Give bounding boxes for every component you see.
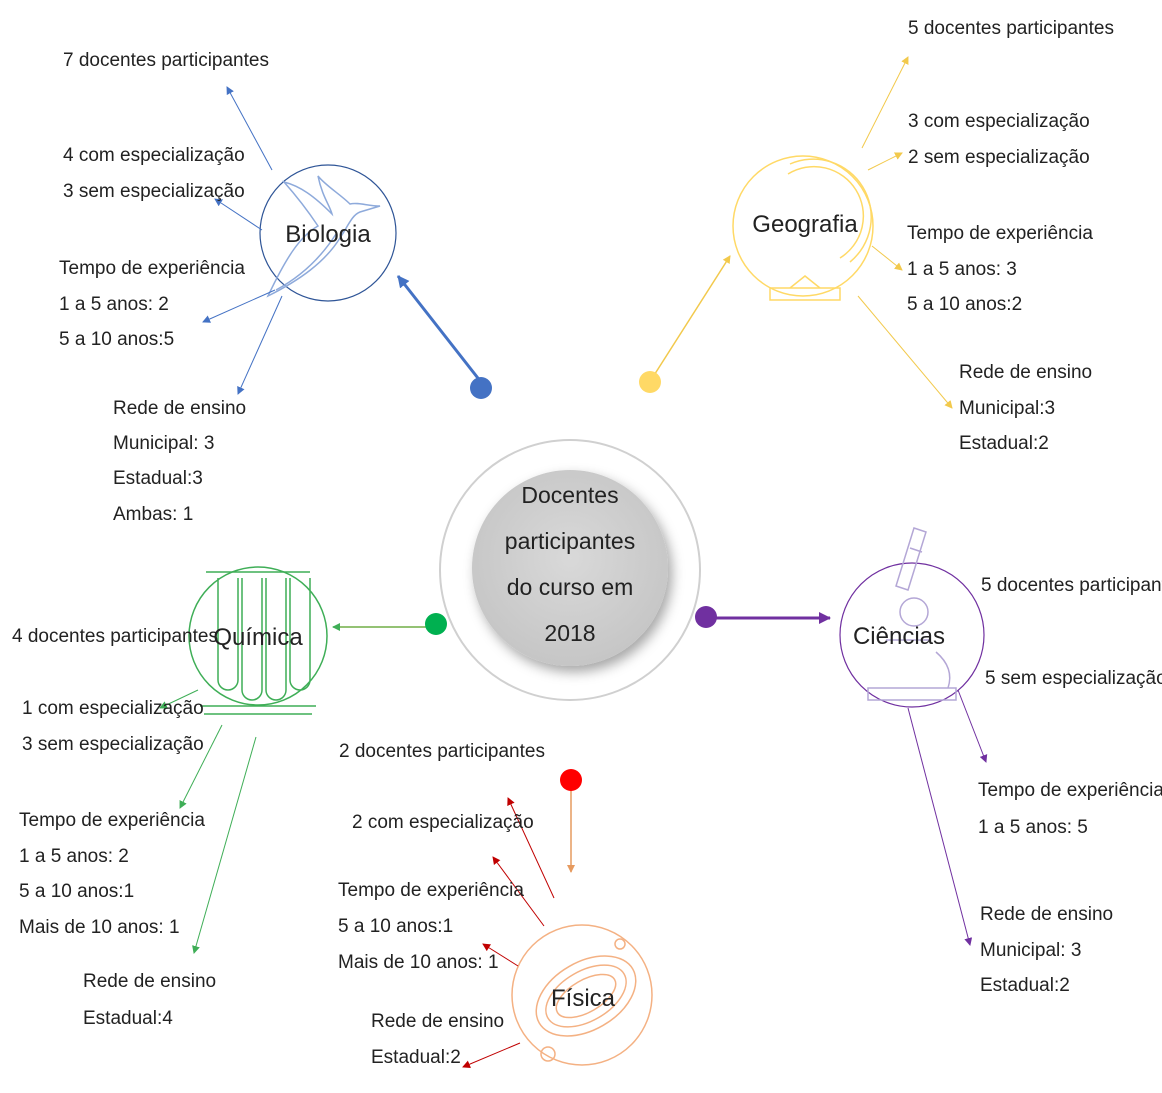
geografia-spec-2: 2 sem especialização — [908, 147, 1090, 168]
center-node: Docentes participantes do curso em 2018 — [439, 439, 701, 701]
globe-icon — [769, 158, 872, 301]
quimica-exp-2: 5 a 10 anos:1 — [19, 881, 134, 902]
ciencias-node: Ciências 5 docentes participantes 5 sem … — [839, 527, 1162, 996]
quimica-exp-title: Tempo de experiência — [19, 810, 205, 831]
ciencias-spec-1: 5 sem especialização — [985, 668, 1162, 689]
biologia-label: Biologia — [285, 221, 371, 248]
ciencias-label: Ciências — [853, 623, 945, 650]
connector-biologia — [396, 275, 483, 383]
center-disc — [472, 470, 668, 666]
cell-icon — [535, 938, 637, 1062]
ciencias-net-title: Rede de ensino — [980, 904, 1113, 925]
biologia-participants: 7 docentes participantes — [63, 50, 269, 71]
geografia-net-1: Municipal:3 — [959, 398, 1055, 419]
quimica-arrow-experience — [179, 724, 223, 809]
ciencias-arrow-experience — [957, 689, 988, 763]
biologia-exp-2: 5 a 10 anos:5 — [59, 329, 174, 350]
geografia-node: Geografia 5 docentes participantes 3 com… — [732, 18, 1114, 454]
geografia-circle — [732, 155, 874, 297]
biologia-net-title: Rede de ensino — [113, 398, 246, 419]
geografia-arrow-experience — [871, 245, 903, 271]
fisica-circle — [511, 924, 653, 1066]
geografia-net-title: Rede de ensino — [959, 362, 1092, 383]
biologia-dot — [470, 377, 492, 399]
fisica-arrow-network — [462, 1042, 521, 1068]
geografia-exp-title: Tempo de experiência — [907, 223, 1093, 244]
fisica-exp-title: Tempo de experiência — [338, 880, 524, 901]
quimica-node: Química 4 docentes participantes 1 com e… — [12, 566, 328, 1029]
fisica-label: Física — [551, 985, 616, 1012]
quimica-net-1: Estadual:4 — [83, 1008, 173, 1029]
biologia-net-1: Municipal: 3 — [113, 433, 214, 454]
quimica-net-title: Rede de ensino — [83, 971, 216, 992]
biologia-arrow-spec — [214, 198, 263, 231]
geografia-dot — [639, 371, 661, 393]
ciencias-participants: 5 docentes participantes — [981, 575, 1162, 596]
biologia-arrow-network — [237, 295, 283, 395]
geografia-arrow-spec — [867, 152, 903, 171]
quimica-spec-2: 3 sem especialização — [22, 734, 204, 755]
quimica-spec-1: 1 com especialização — [22, 698, 204, 719]
fisica-arrow-spec — [492, 856, 545, 927]
microscope-icon — [867, 527, 957, 701]
quimica-circle — [188, 566, 328, 706]
geografia-label: Geografia — [752, 211, 858, 238]
biologia-net-3: Ambas: 1 — [113, 504, 193, 525]
quimica-arrow-spec — [159, 689, 199, 709]
biologia-spec-2: 3 sem especialização — [63, 181, 245, 202]
quimica-arrow-network — [192, 736, 257, 954]
quimica-dot — [425, 613, 447, 635]
geografia-spec-1: 3 com especialização — [908, 111, 1090, 132]
hummingbird-icon — [266, 175, 381, 298]
fisica-arrow-participants — [507, 797, 555, 899]
ciencias-circle — [839, 562, 985, 708]
quimica-exp-3: Mais de 10 anos: 1 — [19, 917, 180, 938]
ciencias-exp-title: Tempo de experiência — [978, 780, 1162, 801]
biologia-net-2: Estadual:3 — [113, 468, 203, 489]
fisica-net-1: Estadual:2 — [371, 1047, 461, 1068]
fisica-node: Física 2 docentes participantes 2 com es… — [338, 741, 653, 1068]
center-line-1: Docentes — [521, 482, 618, 508]
center-line-2: participantes — [505, 528, 635, 554]
biologia-spec-1: 4 com especialização — [63, 145, 245, 166]
fisica-net-title: Rede de ensino — [371, 1011, 504, 1032]
test-tubes-icon — [200, 571, 316, 715]
ciencias-dot — [695, 606, 717, 628]
center-line-4: 2018 — [544, 620, 595, 646]
connector-geografia — [650, 255, 731, 381]
geografia-exp-1: 1 a 5 anos: 3 — [907, 259, 1017, 280]
biologia-exp-1: 1 a 5 anos: 2 — [59, 294, 169, 315]
fisica-arrow-experience — [482, 943, 519, 967]
ciencias-net-1: Municipal: 3 — [980, 940, 1081, 961]
fisica-exp-1: 5 a 10 anos:1 — [338, 916, 453, 937]
fisica-dot — [560, 769, 582, 791]
geografia-arrow-participants — [861, 56, 909, 149]
geografia-participants: 5 docentes participantes — [908, 18, 1114, 39]
center-line-3: do curso em — [507, 574, 634, 600]
biologia-circle — [259, 164, 397, 302]
biologia-node: Biologia 7 docentes participantes 4 com … — [59, 50, 397, 525]
quimica-exp-1: 1 a 5 anos: 2 — [19, 846, 129, 867]
fisica-exp-2: Mais de 10 anos: 1 — [338, 952, 499, 973]
biologia-exp-title: Tempo de experiência — [59, 258, 245, 279]
geografia-net-2: Estadual:2 — [959, 433, 1049, 454]
ciencias-net-2: Estadual:2 — [980, 975, 1070, 996]
ciencias-exp-1: 1 a 5 anos: 5 — [978, 817, 1088, 838]
fisica-spec-1: 2 com especialização — [352, 812, 534, 833]
biologia-arrow-participants — [226, 86, 273, 171]
ciencias-arrow-network — [907, 707, 973, 946]
geografia-exp-2: 5 a 10 anos:2 — [907, 294, 1022, 315]
geografia-arrow-network — [857, 295, 953, 409]
quimica-label: Química — [213, 624, 303, 651]
biologia-arrow-experience — [202, 289, 276, 323]
quimica-participants: 4 docentes participantes — [12, 626, 218, 647]
fisica-participants: 2 docentes participantes — [339, 741, 545, 762]
